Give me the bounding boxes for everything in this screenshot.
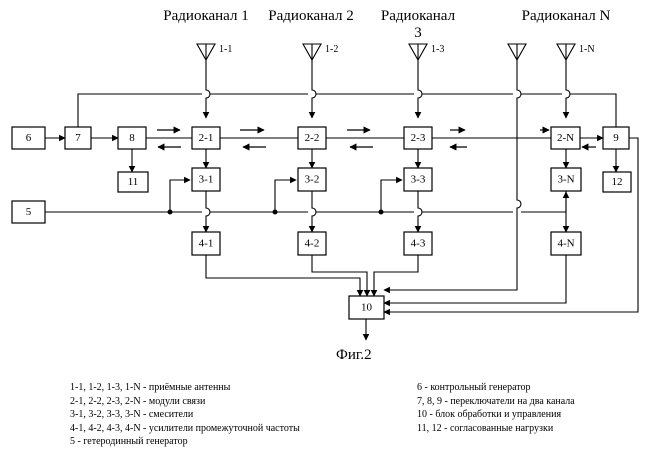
svg-text:2-2: 2-2 <box>305 132 320 144</box>
svg-text:4-2: 4-2 <box>305 238 320 250</box>
legend-item: 4-1, 4-2, 4-3, 4-N - усилители промежуто… <box>70 422 300 436</box>
antenna-icon <box>197 44 215 60</box>
channel-1-title: Радиоканал 1 <box>163 8 248 24</box>
legend-left: 1-1, 1-2, 1-3, 1-N - приёмные антенны 2-… <box>70 381 300 449</box>
svg-text:3-3: 3-3 <box>411 174 426 186</box>
load-11-box: 11 <box>118 172 148 192</box>
switch-8-box: 8 <box>118 127 146 149</box>
antenna-n-label: 1-N <box>579 44 595 55</box>
antenna-icon <box>557 44 575 60</box>
antenna-2-label: 1-2 <box>325 44 338 55</box>
legend-item: 1-1, 1-2, 1-3, 1-N - приёмные антенны <box>70 381 300 395</box>
figure-caption: Фиг.2 <box>336 347 372 364</box>
svg-text:12: 12 <box>612 176 623 188</box>
generator-control-box: 6 <box>12 127 45 149</box>
svg-text:6: 6 <box>26 132 32 144</box>
svg-text:3-1: 3-1 <box>199 174 214 186</box>
mixer-3-2-box: 3-2 <box>298 168 326 191</box>
svg-text:2-N: 2-N <box>557 132 574 144</box>
svg-text:2-3: 2-3 <box>411 132 426 144</box>
mixer-3-3-box: 3-3 <box>404 168 432 191</box>
antenna-icon <box>303 44 321 60</box>
svg-text:4-3: 4-3 <box>411 238 426 250</box>
mixer-3-n-box: 3-N <box>551 168 581 191</box>
amplifier-4-n-box: 4-N <box>551 232 581 255</box>
svg-text:2-1: 2-1 <box>199 132 214 144</box>
svg-text:9: 9 <box>613 132 619 144</box>
legend-item: 3-1, 3-2, 3-3, 3-N - смесители <box>70 408 300 422</box>
legend-item: 7, 8, 9 - переключатели на два канала <box>417 395 575 409</box>
amplifier-4-3-box: 4-3 <box>404 232 432 255</box>
svg-text:7: 7 <box>75 132 81 144</box>
legend-item: 5 - гетеродинный генератор <box>70 435 300 449</box>
svg-text:8: 8 <box>129 132 135 144</box>
mixer-3-1-box: 3-1 <box>192 168 220 191</box>
module-2-3-box: 2-3 <box>404 127 432 149</box>
amplifier-4-2-box: 4-2 <box>298 232 326 255</box>
module-2-n-box: 2-N <box>551 127 580 149</box>
module-2-1-box: 2-1 <box>192 127 220 149</box>
channel-n-title: Радиоканал N <box>522 8 611 24</box>
svg-text:11: 11 <box>128 176 139 188</box>
svg-text:3-2: 3-2 <box>305 174 320 186</box>
antenna-icon <box>508 44 526 60</box>
channel-2-title: Радиоканал 2 <box>268 8 353 24</box>
legend-item: 2-1, 2-2, 2-3, 2-N - модули связи <box>70 395 300 409</box>
legend-item: 10 - блок обработки и управления <box>417 408 575 422</box>
svg-text:4-N: 4-N <box>557 238 574 250</box>
heterodyne-generator-box: 5 <box>12 201 45 223</box>
svg-text:10: 10 <box>361 302 373 314</box>
legend-item: 6 - контрольный генератор <box>417 381 575 395</box>
amplifier-4-1-box: 4-1 <box>192 232 220 255</box>
switch-7-box: 7 <box>65 127 91 149</box>
channel-3-title: Радиоканал <box>381 8 456 24</box>
svg-text:4-1: 4-1 <box>199 238 214 250</box>
module-2-2-box: 2-2 <box>298 127 326 149</box>
legend-item: 11, 12 - согласованные нагрузки <box>417 422 575 436</box>
svg-text:3-N: 3-N <box>557 174 574 186</box>
legend-right: 6 - контрольный генератор 7, 8, 9 - пере… <box>417 381 575 435</box>
switch-9-box: 9 <box>603 127 629 149</box>
antenna-icon <box>409 44 427 60</box>
channel-3-title-number: 3 <box>414 25 422 41</box>
svg-text:5: 5 <box>26 206 32 218</box>
antenna-3-label: 1-3 <box>431 44 444 55</box>
processing-control-box: 10 <box>349 296 384 319</box>
antenna-1-label: 1-1 <box>219 44 232 55</box>
load-12-box: 12 <box>603 172 631 192</box>
